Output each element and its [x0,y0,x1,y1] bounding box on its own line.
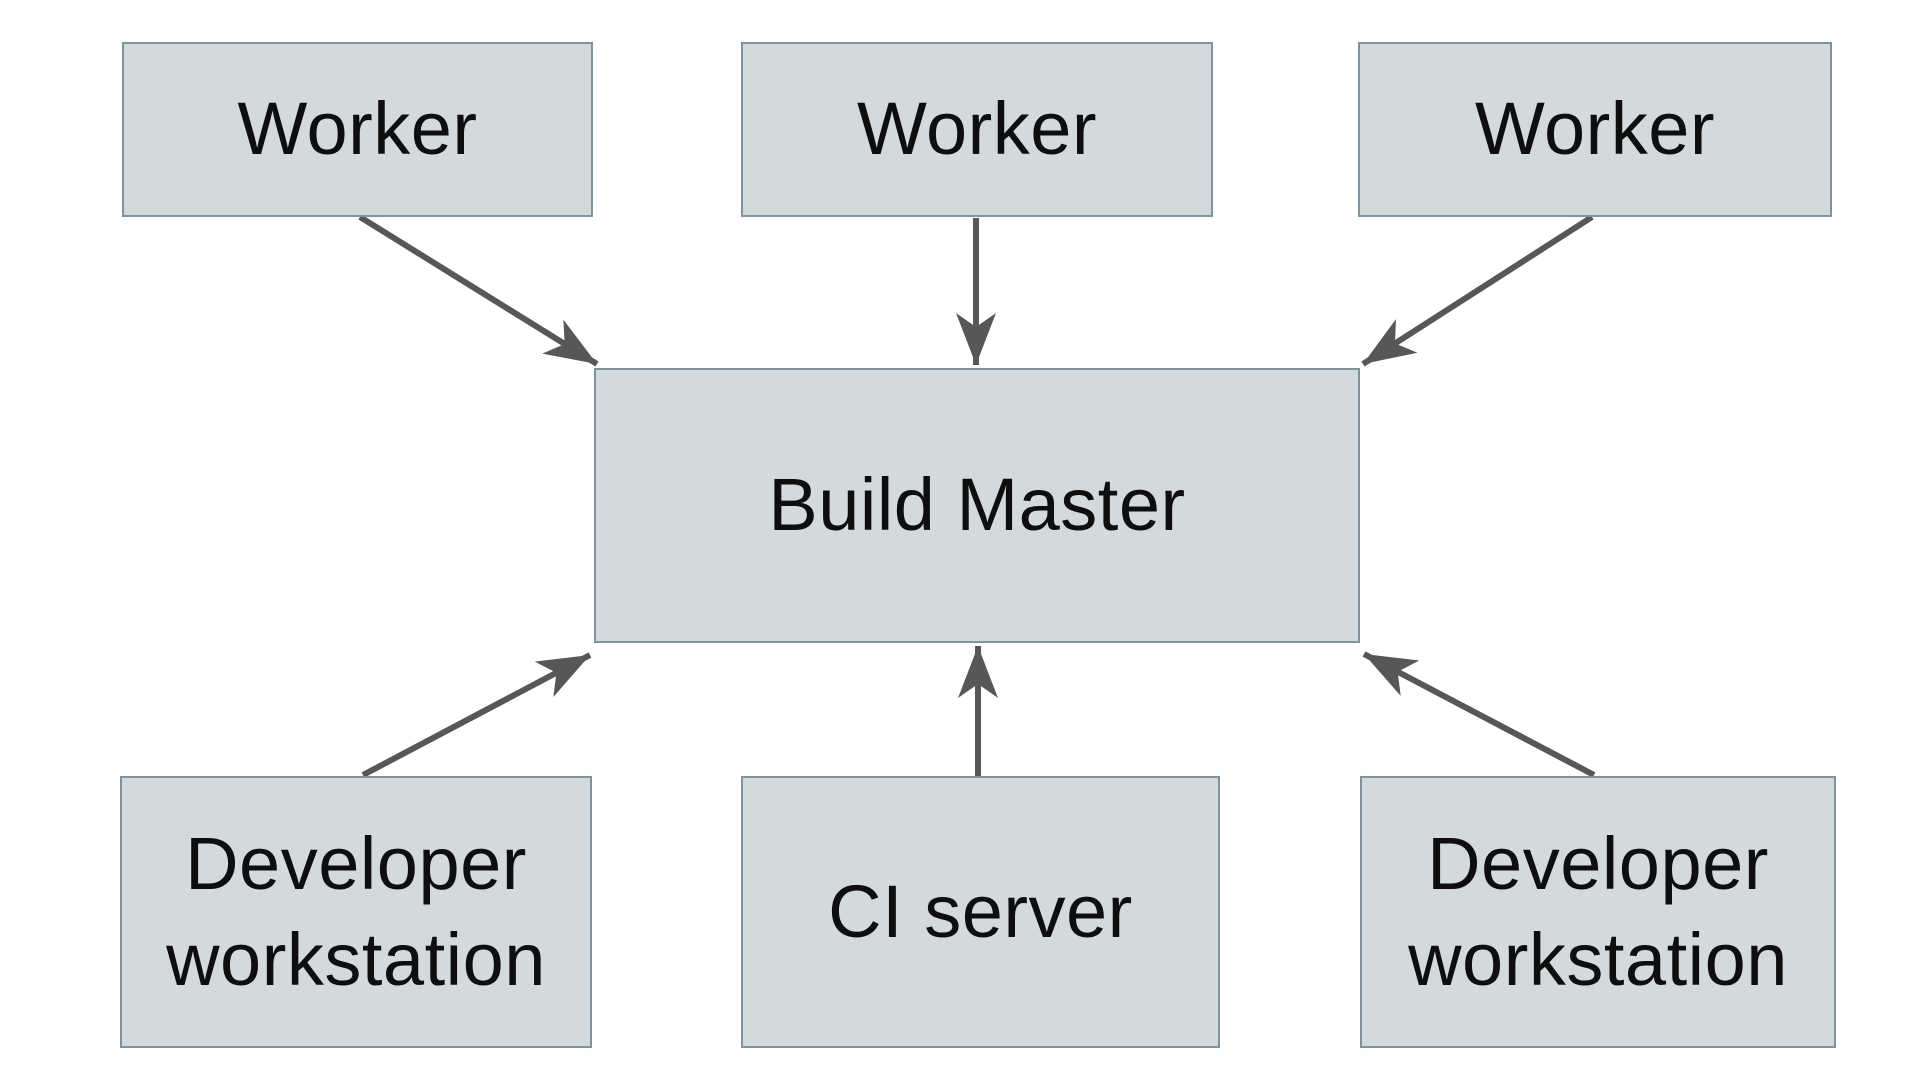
node-build-master-label: Build Master [768,463,1186,547]
node-worker-2-label: Worker [856,87,1098,171]
node-worker-2: Worker [741,42,1213,217]
node-developer-workstation-left: Developer workstation [120,776,592,1048]
node-worker-3-label: Worker [1474,87,1716,171]
node-ci-server: CI server [741,776,1220,1048]
node-worker-1: Worker [122,42,593,217]
node-ci-server-label: CI server [828,869,1133,953]
node-developer-workstation-right: Developer workstation [1360,776,1836,1048]
node-developer-workstation-left-label: Developer workstation [166,821,546,1001]
arrow-dev-left-to-build-master [361,652,592,778]
node-worker-1-label: Worker [237,87,478,171]
node-build-master: Build Master [594,368,1360,643]
arrow-worker1-to-build-master [358,214,599,367]
node-developer-workstation-right-label: Developer workstation [1408,821,1788,1001]
node-worker-3: Worker [1358,42,1832,217]
arrow-worker3-to-build-master [1361,214,1594,367]
arrow-dev-right-to-build-master [1362,651,1596,778]
